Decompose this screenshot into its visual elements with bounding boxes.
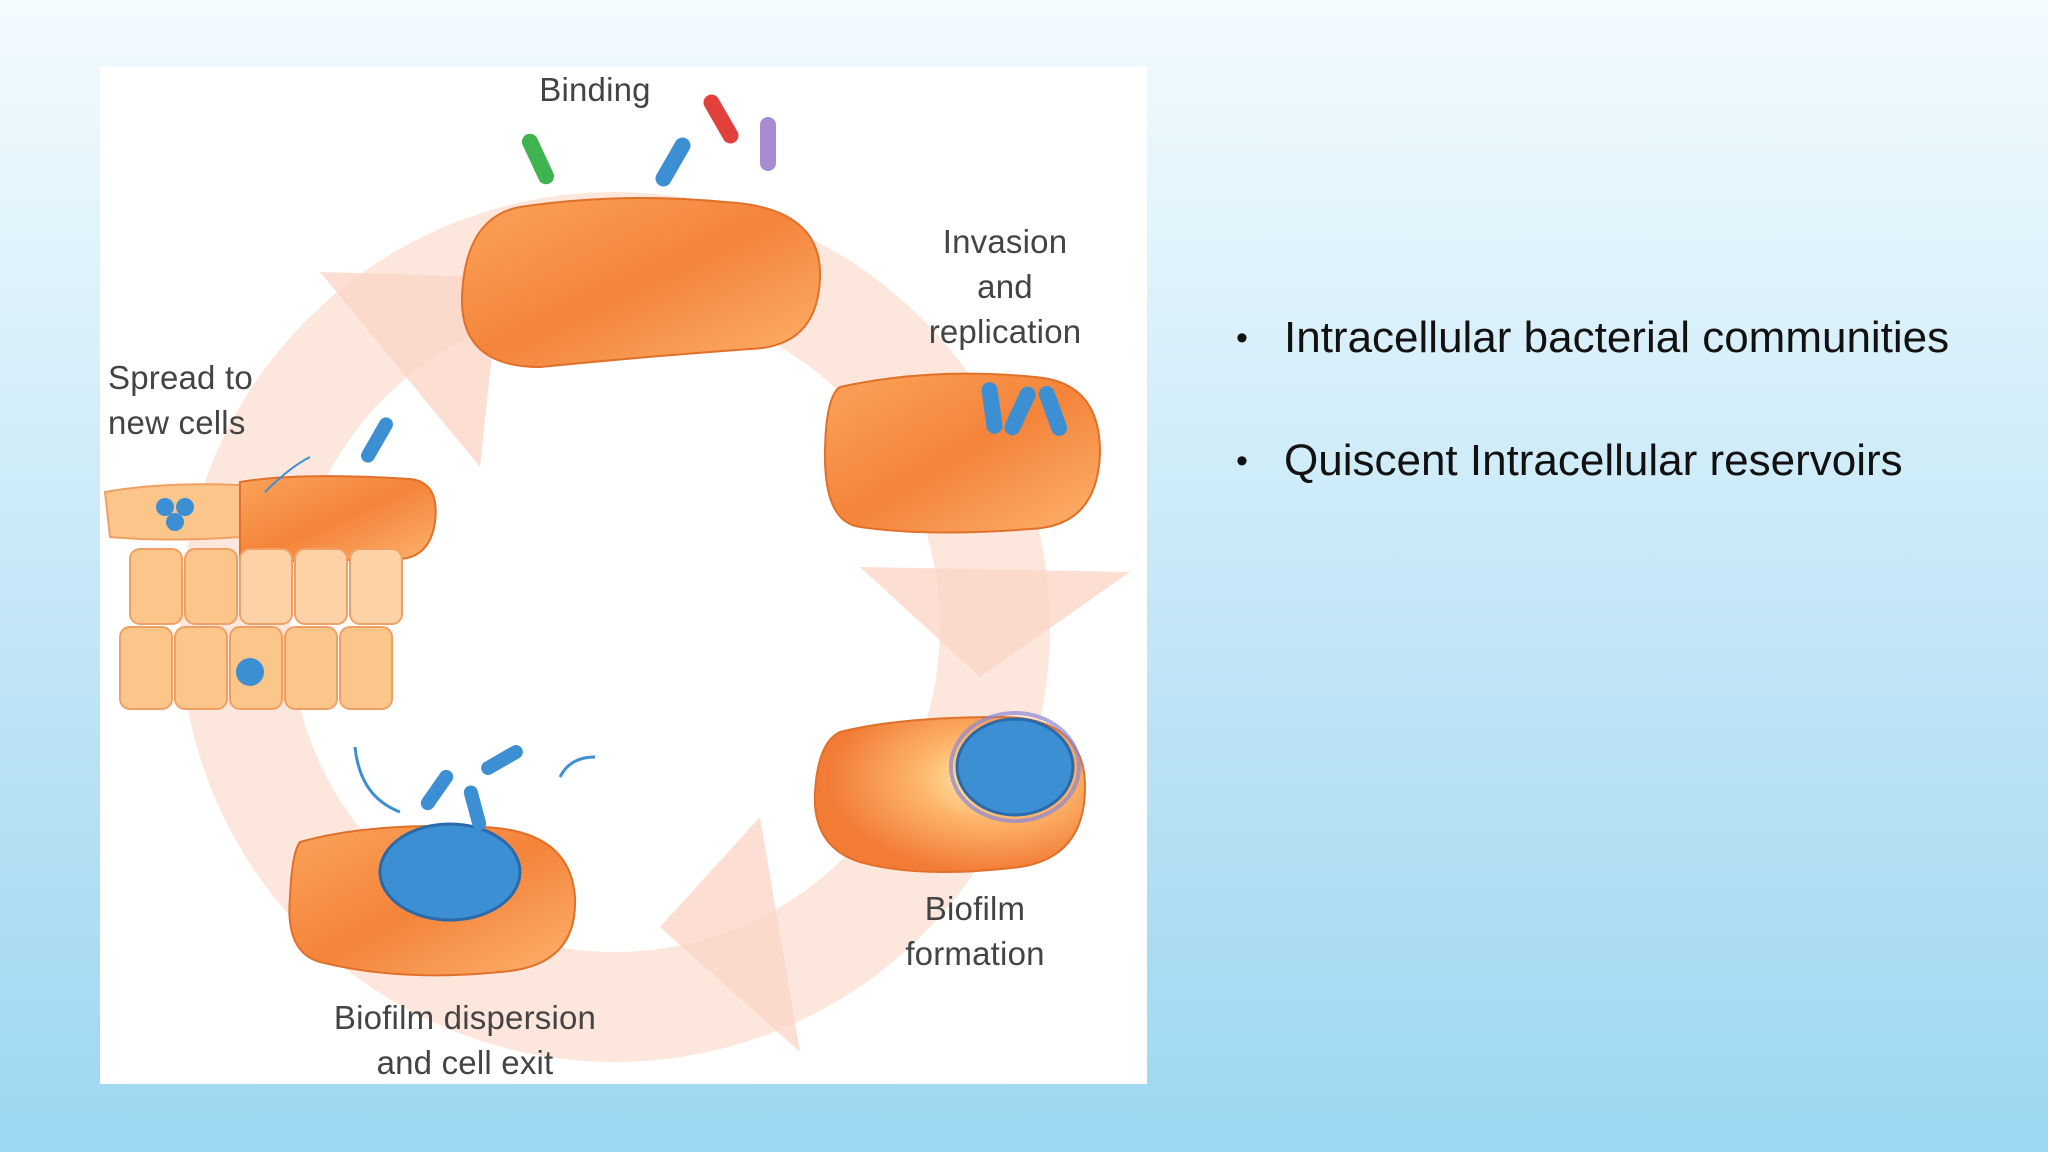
bullet-glyph: •: [1236, 319, 1248, 357]
bullet-text: Quiscent Intracellular reservoirs: [1284, 436, 1903, 485]
dispersion-cluster: [378, 822, 522, 922]
bullet-list: • Intracellular bacterial communities • …: [1236, 312, 1949, 558]
invasion-bacteria: [981, 382, 1068, 436]
binding-bacteria: [521, 94, 776, 187]
bullet-glyph: •: [1236, 442, 1248, 480]
cycle-arrowhead-right: [860, 567, 1130, 677]
biofilm-cluster: [955, 717, 1075, 817]
label-biofilm-formation: Biofilm formation: [905, 890, 1045, 972]
bullet-item: • Intracellular bacterial communities: [1236, 312, 1949, 364]
label-dispersion: Biofilm dispersion and cell exit: [333, 999, 597, 1081]
tissue-cells: [103, 417, 437, 710]
label-spread: Spread to new cells: [108, 359, 253, 441]
bullet-text: Intracellular bacterial communities: [1284, 313, 1950, 362]
label-invasion: Invasion and replication: [928, 223, 1082, 350]
bullet-item: • Quiscent Intracellular reservoirs: [1236, 435, 1949, 487]
binding-cell: [460, 197, 822, 369]
cycle-arrowhead-bottom: [660, 817, 800, 1052]
dispersing-bacteria: [353, 745, 596, 831]
uti-cycle-diagram: Binding Invasion and replication Spread …: [100, 67, 1147, 1084]
cycle-arrowhead-topleft: [320, 272, 500, 467]
diagram-artwork: [103, 94, 1130, 1062]
label-binding: Binding: [539, 71, 651, 108]
invasion-cell: [823, 372, 1102, 534]
